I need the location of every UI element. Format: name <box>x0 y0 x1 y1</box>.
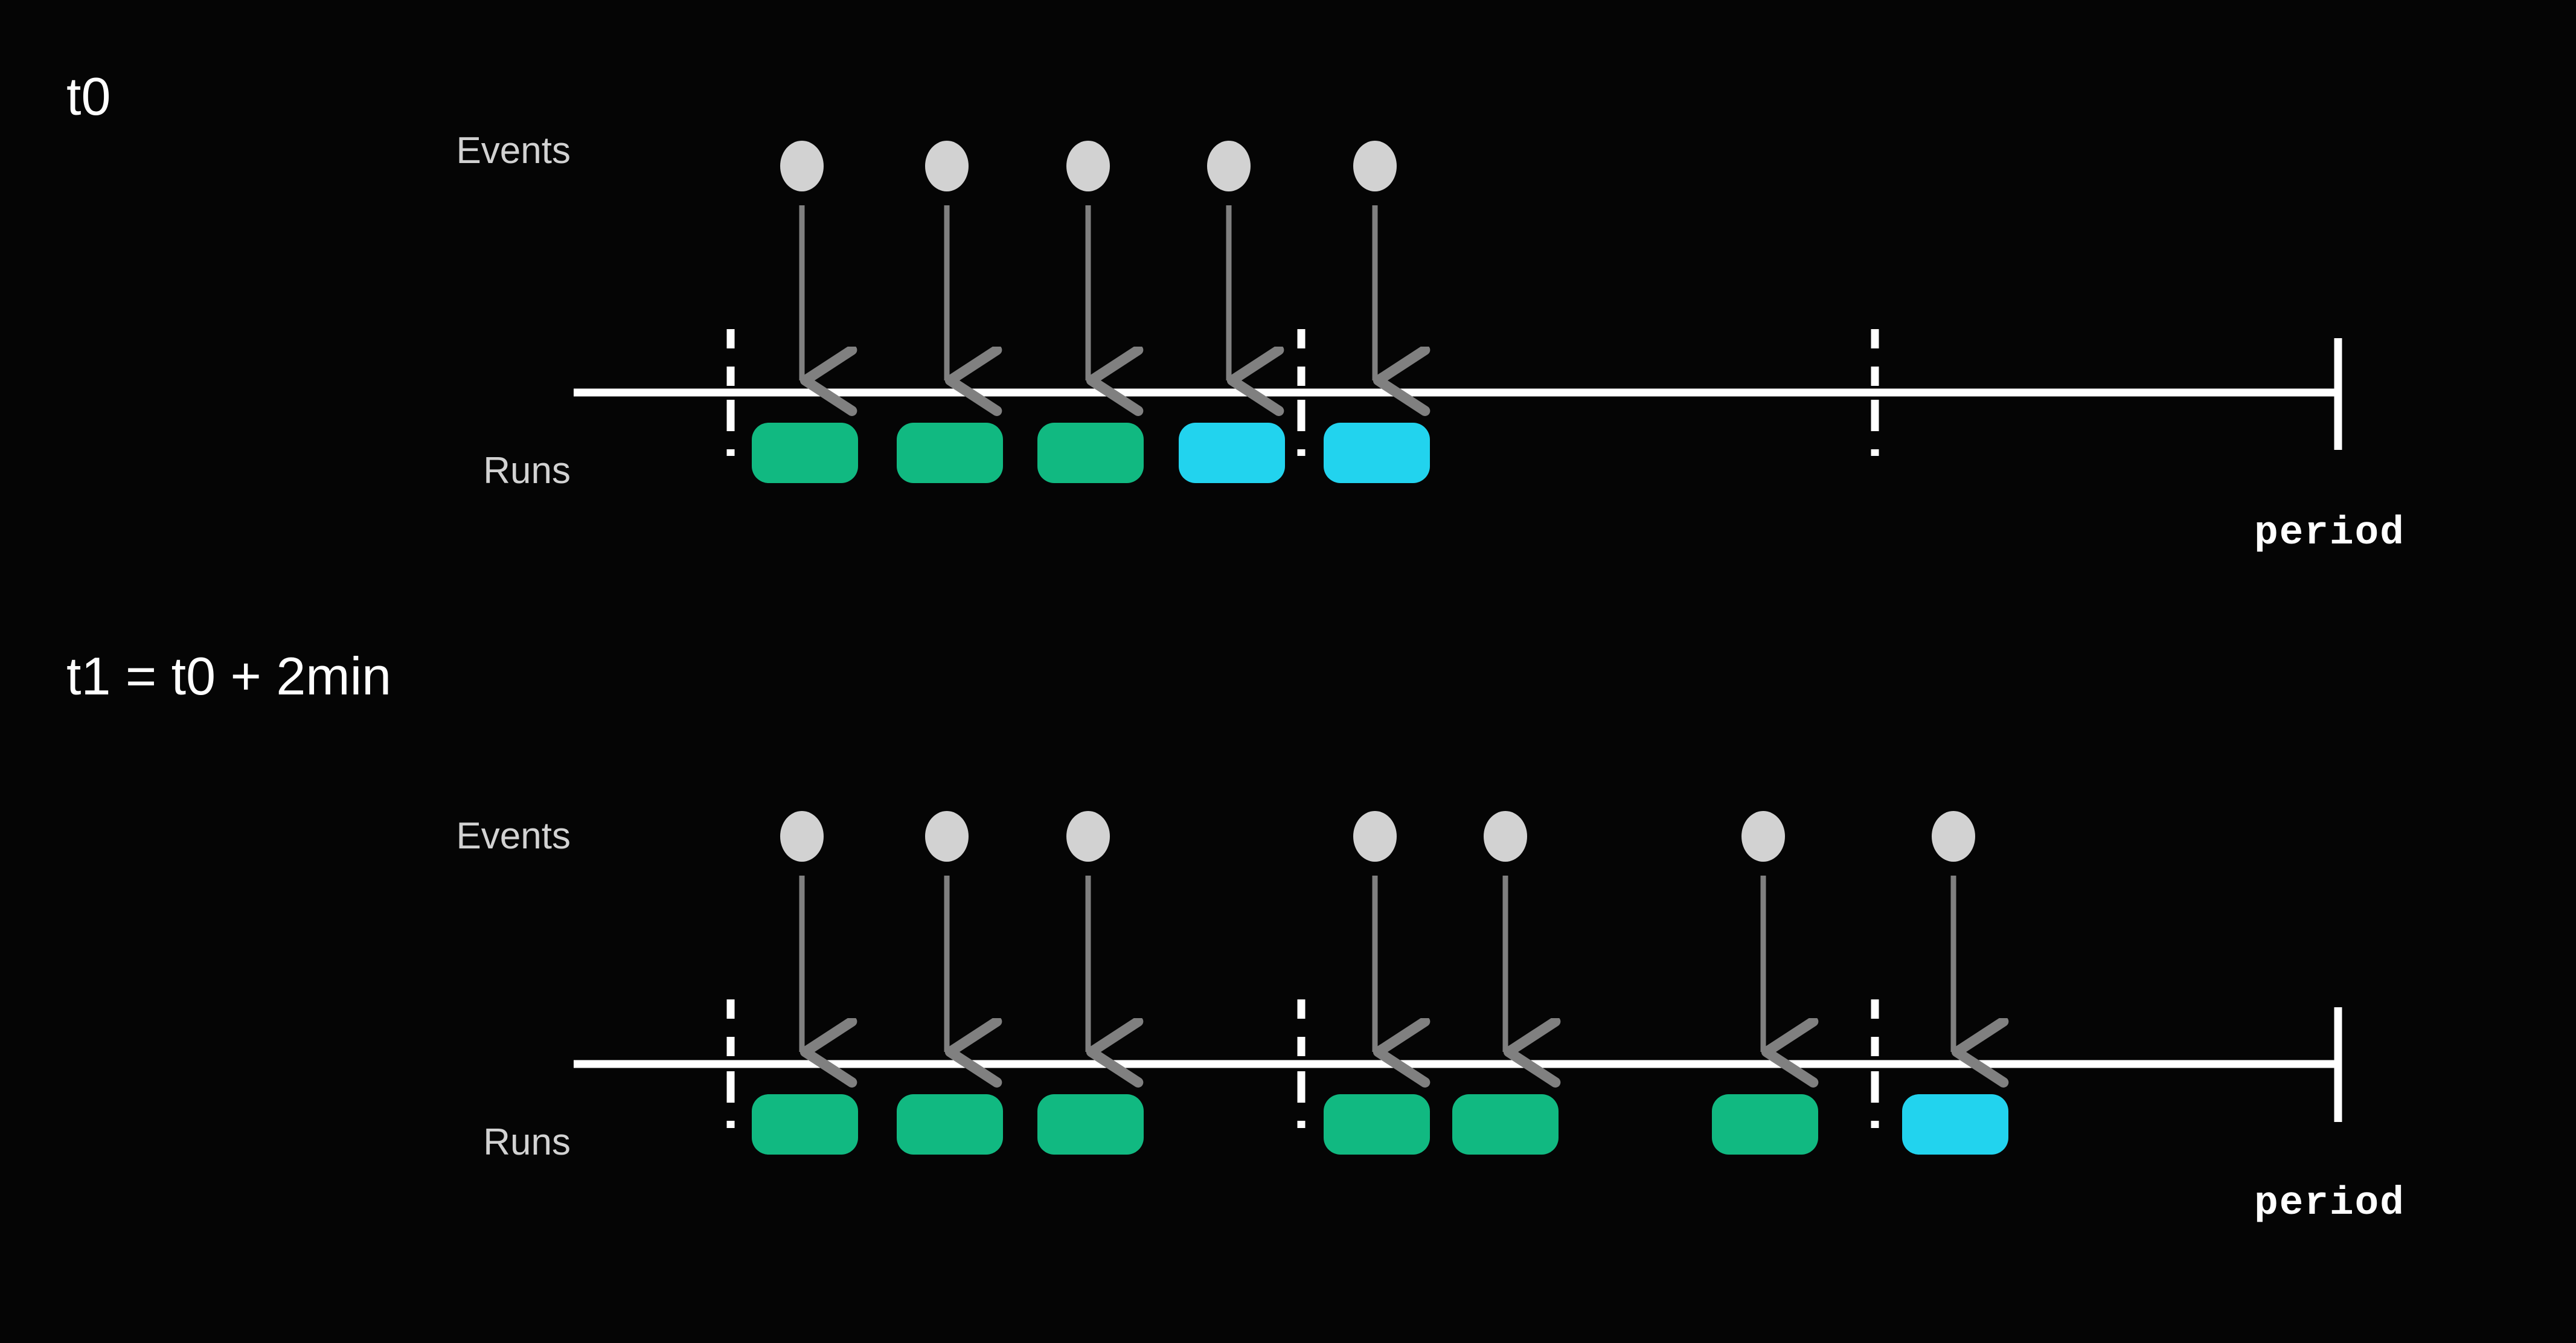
event-dot[interactable] <box>1484 811 1527 862</box>
event-dot[interactable] <box>1932 811 1975 862</box>
run-box[interactable] <box>1037 423 1144 483</box>
event-marker[interactable] <box>1207 141 1251 380</box>
period-label: period <box>2254 1181 2405 1226</box>
run-box[interactable] <box>897 423 1003 483</box>
event-dot[interactable] <box>1066 141 1110 191</box>
events-row-label: Events <box>456 130 571 171</box>
event-dot[interactable] <box>1066 811 1110 862</box>
run-box[interactable] <box>1179 423 1285 483</box>
runs-row-label: Runs <box>483 1121 571 1163</box>
run-box[interactable] <box>897 1094 1003 1155</box>
events-row-label: Events <box>456 815 571 857</box>
panel-title: t0 <box>66 66 111 126</box>
event-marker[interactable] <box>1932 811 1975 1052</box>
event-dot[interactable] <box>780 811 824 862</box>
event-marker[interactable] <box>1484 811 1527 1052</box>
event-marker[interactable] <box>925 811 969 1052</box>
runs-row-label: Runs <box>483 450 571 492</box>
panel-title: t1 = t0 + 2min <box>66 646 391 706</box>
run-box[interactable] <box>1452 1094 1559 1155</box>
event-dot[interactable] <box>1353 141 1397 191</box>
event-marker[interactable] <box>1741 811 1785 1052</box>
event-dot[interactable] <box>1353 811 1397 862</box>
run-box[interactable] <box>752 1094 858 1155</box>
event-marker[interactable] <box>1066 811 1110 1052</box>
run-box[interactable] <box>752 423 858 483</box>
run-box[interactable] <box>1324 1094 1430 1155</box>
event-dot[interactable] <box>1207 141 1251 191</box>
event-dot[interactable] <box>780 141 824 191</box>
event-marker[interactable] <box>1353 141 1397 380</box>
event-marker[interactable] <box>1353 811 1397 1052</box>
event-marker[interactable] <box>780 141 824 380</box>
event-marker[interactable] <box>780 811 824 1052</box>
event-dot[interactable] <box>925 811 969 862</box>
event-dot[interactable] <box>1741 811 1785 862</box>
run-box[interactable] <box>1324 423 1430 483</box>
period-label: period <box>2254 510 2405 556</box>
event-marker[interactable] <box>925 141 969 380</box>
event-marker[interactable] <box>1066 141 1110 380</box>
run-box[interactable] <box>1902 1094 2008 1155</box>
run-box[interactable] <box>1037 1094 1144 1155</box>
run-box[interactable] <box>1712 1094 1818 1155</box>
event-dot[interactable] <box>925 141 969 191</box>
